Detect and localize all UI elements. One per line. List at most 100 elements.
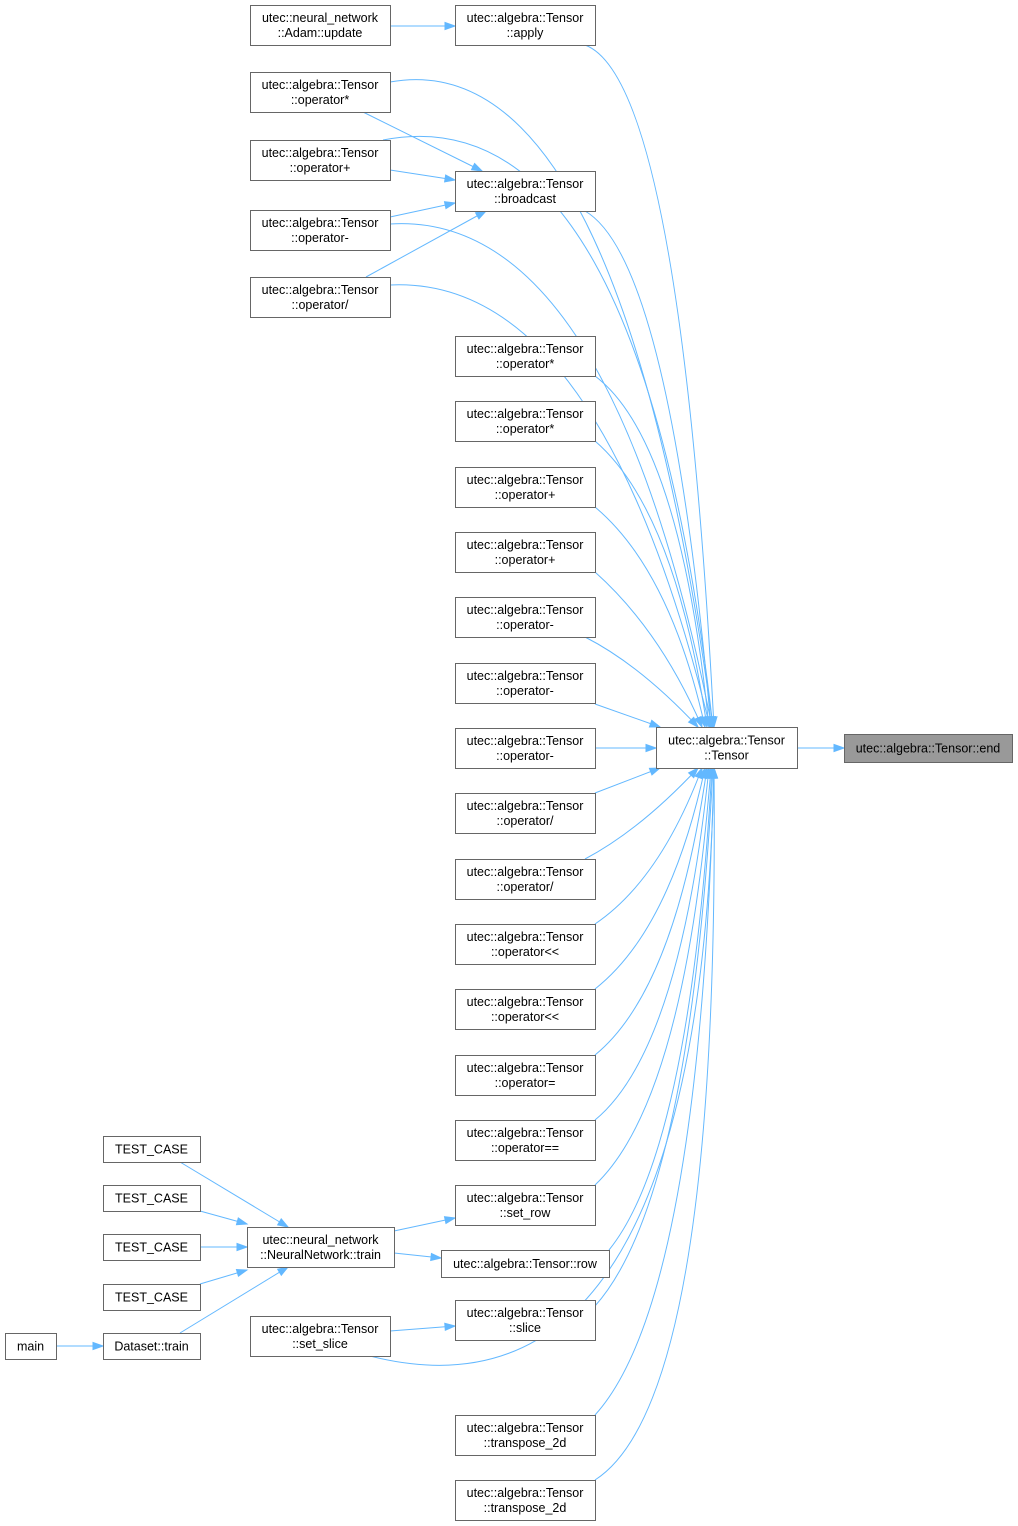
node-label-line: utec::algebra::Tensor	[467, 473, 584, 487]
arrowhead-div2-to-tensor	[687, 766, 700, 779]
node-label-line: utec::algebra::Tensor	[262, 1322, 379, 1336]
node-mul1[interactable]: utec::algebra::Tensor::operator*	[455, 336, 596, 377]
node-broadcast[interactable]: utec::algebra::Tensor::broadcast	[455, 171, 596, 212]
edge-left_add-to-broadcast	[389, 169, 456, 181]
node-label-line: utec::algebra::Tensor	[467, 1061, 584, 1075]
edge-left_sub-to-broadcast	[389, 202, 456, 218]
node-box	[455, 924, 596, 965]
arrowhead-sub2-to-tensor	[648, 719, 662, 728]
node-sub3[interactable]: utec::algebra::Tensor::operator-	[455, 728, 596, 769]
edge-set_slice-to-slice	[389, 1325, 456, 1332]
node-box	[250, 72, 391, 113]
arrowhead-test2-to-nn_train	[235, 1217, 249, 1226]
node-shl2[interactable]: utec::algebra::Tensor::operator<<	[455, 989, 596, 1030]
edge-left_mul-to-broadcast	[362, 111, 483, 172]
node-tensor[interactable]: utec::algebra::Tensor::Tensor	[656, 727, 798, 769]
node-add1[interactable]: utec::algebra::Tensor::operator+	[455, 467, 596, 508]
node-div1[interactable]: utec::algebra::Tensor::operator/	[455, 793, 596, 834]
node-label-line: utec::algebra::Tensor	[262, 216, 379, 230]
node-label-line: utec::algebra::Tensor	[467, 1306, 584, 1320]
node-assign[interactable]: utec::algebra::Tensor::operator=	[455, 1055, 596, 1096]
arrowhead-sub1-to-tensor	[687, 716, 700, 729]
arrowhead-left_sub-to-broadcast	[443, 201, 457, 210]
arrowhead-sub3-to-tensor	[645, 743, 658, 753]
node-test3[interactable]: TEST_CASE	[103, 1234, 201, 1261]
edge-shl2-to-tensor	[594, 767, 706, 990]
node-box	[5, 1333, 57, 1360]
node-label-line: utec::algebra::Tensor	[467, 342, 584, 356]
node-left-sub[interactable]: utec::algebra::Tensor::operator-	[250, 210, 391, 251]
node-nn-train[interactable]: utec::neural_network::NeuralNetwork::tra…	[247, 1227, 395, 1268]
node-dataset-train[interactable]: Dataset::train	[103, 1333, 201, 1360]
node-sub2[interactable]: utec::algebra::Tensor::operator-	[455, 663, 596, 704]
edge-set_row-to-tensor	[594, 767, 712, 1186]
node-box	[455, 859, 596, 900]
node-mul2[interactable]: utec::algebra::Tensor::operator*	[455, 401, 596, 442]
node-label-line: utec::algebra::Tensor	[467, 1191, 584, 1205]
node-label-line: TEST_CASE	[115, 1291, 188, 1305]
node-label-line: ::apply	[507, 26, 545, 40]
node-label-line: ::transpose_2d	[484, 1501, 567, 1515]
node-add2[interactable]: utec::algebra::Tensor::operator+	[455, 532, 596, 573]
node-box	[455, 1415, 596, 1456]
node-div2[interactable]: utec::algebra::Tensor::operator/	[455, 859, 596, 900]
node-test1[interactable]: TEST_CASE	[103, 1136, 201, 1163]
node-label-line: ::operator<<	[491, 945, 559, 959]
node-box	[250, 5, 391, 46]
edge-sub1-to-tensor	[584, 636, 699, 728]
node-box	[250, 140, 391, 181]
edge-div2-to-tensor	[584, 767, 699, 860]
node-sub1[interactable]: utec::algebra::Tensor::operator-	[455, 597, 596, 638]
node-box	[455, 663, 596, 704]
node-box	[455, 1480, 596, 1521]
edge-div1-to-tensor	[594, 767, 661, 794]
node-label-line: ::operator+	[290, 161, 351, 175]
node-transpose1[interactable]: utec::algebra::Tensor::transpose_2d	[455, 1415, 596, 1456]
node-apply[interactable]: utec::algebra::Tensor::apply	[455, 5, 596, 46]
edge-assign-to-tensor	[594, 767, 708, 1056]
node-box	[455, 728, 596, 769]
node-box	[103, 1234, 201, 1261]
node-set-row[interactable]: utec::algebra::Tensor::set_row	[455, 1185, 596, 1226]
edge-eq-to-tensor	[594, 767, 710, 1121]
node-left-add[interactable]: utec::algebra::Tensor::operator+	[250, 140, 391, 181]
node-box	[455, 793, 596, 834]
node-label-line: utec::algebra::Tensor	[467, 1486, 584, 1500]
node-label-line: ::operator+	[495, 488, 556, 502]
edge-shl1-to-tensor	[594, 767, 703, 925]
node-test4[interactable]: TEST_CASE	[103, 1284, 201, 1311]
node-label-line: ::operator-	[496, 684, 554, 698]
node-left-div[interactable]: utec::algebra::Tensor::operator/	[250, 277, 391, 318]
node-slice[interactable]: utec::algebra::Tensor::slice	[455, 1300, 596, 1341]
node-label-line: ::operator*	[496, 357, 555, 371]
edge-left_add-to-tensor	[382, 135, 714, 728]
arrowhead-adam_update-to-apply	[444, 21, 457, 31]
edge-sub2-to-tensor	[594, 703, 661, 728]
node-transpose2[interactable]: utec::algebra::Tensor::transpose_2d	[455, 1480, 596, 1521]
node-label-line: utec::algebra::Tensor	[262, 146, 379, 160]
node-label-line: utec::algebra::Tensor	[467, 407, 584, 421]
node-label-line: ::operator-	[496, 749, 554, 763]
node-box	[250, 210, 391, 251]
node-left-mul[interactable]: utec::algebra::Tensor::operator*	[250, 72, 391, 113]
node-label-line: ::operator/	[292, 298, 350, 312]
node-main[interactable]: main	[5, 1333, 57, 1360]
node-row[interactable]: utec::algebra::Tensor::row	[441, 1250, 610, 1278]
edge-dataset_train-to-nn_train	[179, 1266, 289, 1334]
edge-transpose1-to-tensor	[594, 767, 715, 1416]
edge-left_div-to-tensor	[389, 284, 711, 728]
node-eq[interactable]: utec::algebra::Tensor::operator==	[455, 1120, 596, 1161]
edge-add1-to-tensor	[594, 506, 706, 728]
node-shl1[interactable]: utec::algebra::Tensor::operator<<	[455, 924, 596, 965]
node-label-line: utec::algebra::Tensor	[467, 1421, 584, 1435]
node-adam-update[interactable]: utec::neural_network::Adam::update	[250, 5, 391, 46]
node-label-line: ::transpose_2d	[484, 1436, 567, 1450]
node-set-slice[interactable]: utec::algebra::Tensor::set_slice	[250, 1316, 391, 1357]
node-label-line: ::operator+	[495, 553, 556, 567]
edge-row-to-tensor	[608, 767, 713, 1251]
arrowhead-left_div-to-broadcast	[474, 210, 488, 220]
node-box	[455, 401, 596, 442]
node-label-line: ::slice	[509, 1321, 541, 1335]
node-test2[interactable]: TEST_CASE	[103, 1185, 201, 1212]
